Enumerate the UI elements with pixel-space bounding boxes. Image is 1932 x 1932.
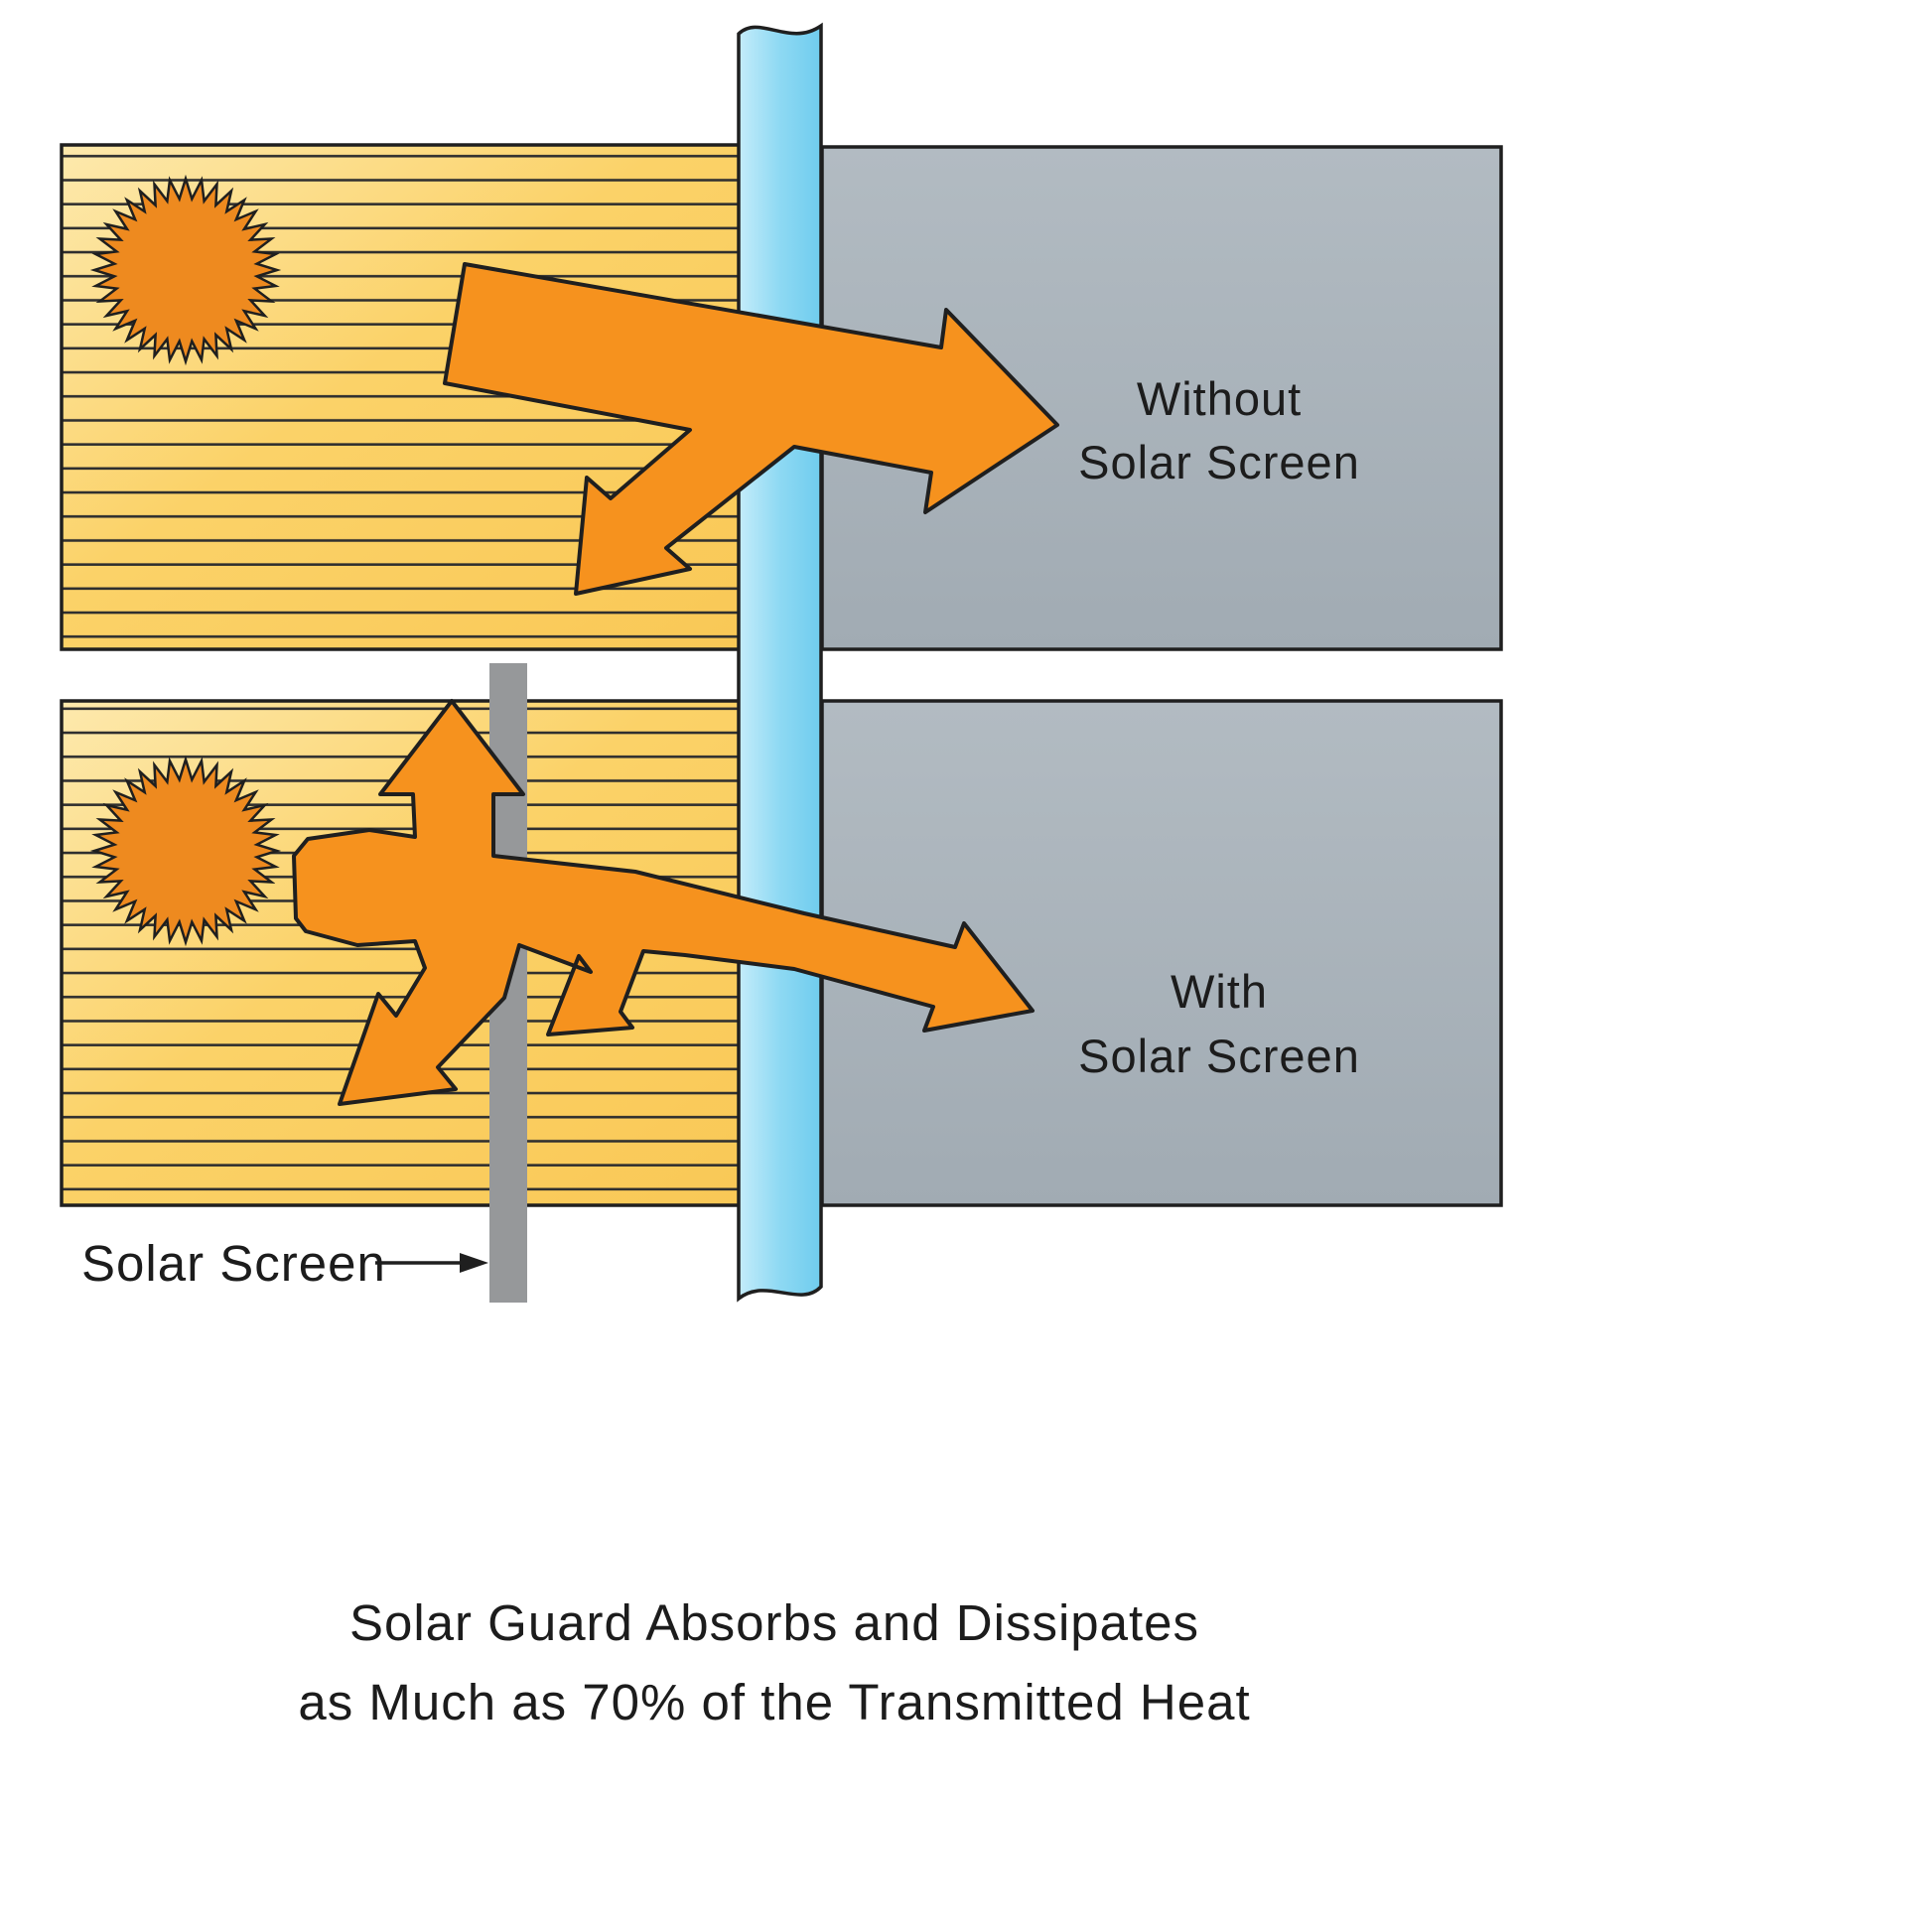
pointer-head-icon [460, 1253, 488, 1273]
label-without-line2: Solar Screen [1078, 436, 1360, 488]
solar-screen-pointer-arrow [375, 1253, 488, 1273]
sun-icon-bottom [89, 755, 282, 947]
label-with-line1: With [1171, 965, 1268, 1018]
heat-arrow-without-screen [443, 262, 1059, 596]
label-with-line2: Solar Screen [1078, 1030, 1360, 1082]
heat-arrow-with-screen [292, 699, 1035, 1106]
caption-line2: as Much as 70% of the Transmitted Heat [298, 1674, 1250, 1730]
solar-screen-label: Solar Screen [81, 1235, 386, 1292]
label-without-line1: Without [1137, 372, 1302, 425]
sun-icon-top [89, 174, 282, 366]
caption-line1: Solar Guard Absorbs and Dissipates [349, 1594, 1199, 1651]
window-glass [737, 22, 823, 1303]
